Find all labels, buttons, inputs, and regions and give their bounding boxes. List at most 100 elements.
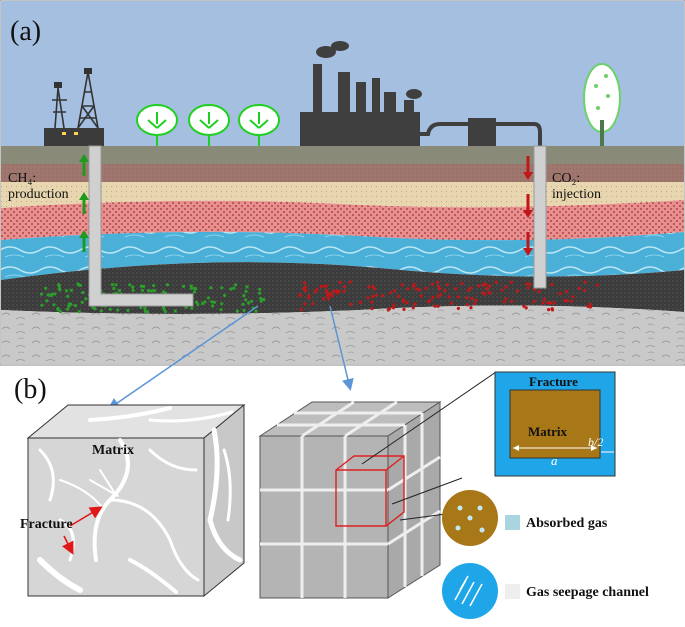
gas-particle (454, 287, 458, 291)
gas-particle (546, 301, 550, 305)
gas-particle (203, 300, 207, 304)
injection-well (533, 145, 547, 289)
panel-b: (b) Matrix (14, 371, 649, 619)
gas-particle (140, 288, 145, 293)
gas-particle (552, 301, 557, 305)
gas-particle (40, 303, 44, 307)
red-dot-layer-texture (1, 200, 684, 241)
gas-particle (537, 290, 541, 294)
gas-particle (258, 287, 262, 291)
brown-layer-texture (1, 164, 684, 182)
gas-particle (510, 299, 514, 303)
gas-particle (436, 304, 440, 308)
gas-particle (80, 300, 84, 304)
fracture-pointer (69, 506, 103, 527)
gas-particle (488, 284, 492, 288)
gas-particle (131, 285, 135, 289)
ground-surface-layer (1, 146, 684, 164)
gas-particle (149, 289, 154, 293)
gas-particle (564, 290, 569, 294)
gas-particle (242, 294, 246, 298)
gas-particle (473, 302, 477, 306)
gas-particle (477, 284, 481, 288)
gas-particle (522, 304, 526, 308)
gas-particle (73, 304, 77, 308)
gas-particle (402, 307, 406, 311)
gas-particle (321, 297, 326, 301)
gas-particle (211, 304, 215, 308)
gas-particle (577, 286, 581, 290)
gas-particle (81, 290, 85, 295)
gas-particle (381, 294, 385, 298)
gas-particle (588, 302, 592, 306)
arrow-up-icon (79, 192, 89, 200)
gas-particle (469, 306, 473, 310)
gas-particle (153, 289, 157, 293)
gas-particle (242, 308, 246, 313)
gas-particle (194, 287, 198, 291)
injection-label-line1: CO₂: (552, 171, 580, 186)
gas-particle (370, 300, 374, 304)
gas-particle (116, 308, 120, 312)
gas-particle (152, 283, 156, 288)
gas-particle (439, 292, 443, 296)
gas-particle (437, 287, 442, 291)
gas-particle (258, 291, 262, 295)
gas-particle (315, 287, 319, 291)
gas-particle (349, 302, 353, 306)
gas-particle (405, 301, 409, 305)
gas-particle (388, 291, 392, 295)
gas-particle (246, 301, 251, 305)
gas-particle (528, 282, 532, 286)
gas-particle (466, 288, 470, 292)
gas-particle (219, 308, 223, 312)
gas-particle (77, 310, 81, 314)
gas-particle (44, 286, 48, 290)
tree-icon (188, 104, 230, 146)
gas-particle (366, 296, 370, 300)
gas-particle (241, 302, 245, 306)
gas-particle (391, 306, 396, 310)
gas-particle (58, 288, 62, 292)
gas-particle (502, 300, 507, 304)
production-label-line1: CH₄: (8, 171, 36, 186)
gas-particle (131, 288, 135, 292)
gas-particle (332, 289, 336, 293)
gas-particle (335, 289, 339, 293)
gas-particle (571, 295, 575, 299)
gas-particle (53, 292, 57, 296)
gas-particle (59, 310, 63, 314)
gas-particle (99, 309, 103, 313)
oil-derrick-icon (44, 68, 104, 146)
gas-particle (212, 300, 217, 304)
gas-particle (371, 295, 375, 299)
cube-fracture-label: Fracture (20, 517, 73, 532)
gas-particle (52, 303, 56, 307)
gas-particle (181, 284, 186, 288)
gas-particle (595, 283, 600, 287)
gas-particle (413, 302, 417, 306)
gas-particle (456, 295, 460, 299)
legend-absorbed-text: Absorbed gas (526, 516, 608, 531)
gas-particle (393, 289, 397, 293)
connector-arrow-left (107, 305, 259, 410)
gas-particle (358, 300, 362, 304)
gas-particle (46, 293, 50, 297)
gas-particle (235, 309, 239, 313)
gas-particle (392, 303, 396, 307)
gas-particle (371, 285, 375, 289)
gas-particle (550, 283, 554, 287)
gas-particle (443, 289, 447, 293)
gas-particle (588, 305, 593, 309)
sand-layer-texture (1, 182, 684, 208)
gas-particle (456, 306, 460, 310)
gas-particle (322, 284, 327, 288)
gas-particle (427, 300, 431, 304)
gas-particle (303, 285, 308, 289)
production-well (88, 145, 194, 307)
gas-particle (223, 293, 227, 298)
arrow-up-icon (79, 230, 89, 238)
gas-particle (541, 301, 545, 305)
gas-particle (114, 283, 118, 287)
derrick-light (62, 132, 66, 135)
